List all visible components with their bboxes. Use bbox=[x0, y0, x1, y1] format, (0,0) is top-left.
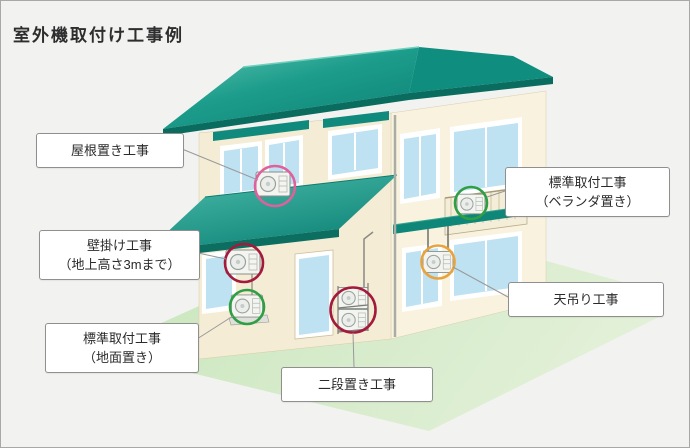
connector-roof bbox=[181, 148, 259, 181]
veranda-unit-icon bbox=[456, 193, 486, 215]
connector-two-tier bbox=[352, 332, 355, 368]
connector-wall bbox=[197, 252, 227, 260]
connector-veranda bbox=[486, 190, 506, 198]
refrigerant-pipe bbox=[363, 231, 374, 289]
callout-two-tier: 二段置き工事 bbox=[281, 367, 433, 402]
callout-line: 屋根置き工事 bbox=[70, 142, 149, 158]
page-title: 室外機取付け工事例 bbox=[13, 26, 184, 45]
callout-ceiling-hung: 天吊り工事 bbox=[508, 282, 664, 317]
callout-wall-mount: 壁掛け工事 （地上高さ3mまで） bbox=[39, 230, 200, 280]
connector-ground bbox=[196, 315, 234, 340]
callout-roof-placement: 屋根置き工事 bbox=[36, 133, 184, 168]
window-awning bbox=[213, 120, 309, 141]
veranda-unit-marker bbox=[453, 185, 489, 221]
wall-unit-icon bbox=[225, 249, 261, 275]
ceiling-unit-marker bbox=[420, 244, 456, 280]
callout-line: （ベランダ置き） bbox=[535, 194, 640, 209]
ceiling-unit-icon bbox=[422, 250, 454, 274]
connector-lines bbox=[181, 148, 509, 368]
callout-line: 天吊り工事 bbox=[553, 291, 619, 307]
connector-ceiling bbox=[452, 266, 509, 298]
callout-line: 二段置き工事 bbox=[317, 376, 396, 392]
window-awning bbox=[323, 111, 389, 128]
roof-unit-marker bbox=[253, 164, 297, 208]
wall-unit-marker bbox=[223, 242, 265, 284]
callout-ground-standard: 標準取付工事 （地面置き） bbox=[45, 323, 199, 373]
callout-line: 標準取付工事 bbox=[548, 174, 627, 190]
ground-unit-icon bbox=[230, 294, 264, 318]
callout-line: （地上高さ3mまで） bbox=[58, 257, 181, 272]
ground-unit-marker bbox=[228, 288, 266, 326]
two-tier-unit-bottom-icon bbox=[337, 308, 369, 332]
main-roof bbox=[163, 46, 553, 136]
callout-line: 壁掛け工事 bbox=[86, 237, 152, 253]
callout-line: （地面置き） bbox=[82, 350, 161, 365]
roof-unit-icon bbox=[255, 171, 291, 197]
callout-line: 標準取付工事 bbox=[82, 330, 161, 346]
callout-veranda-standard: 標準取付工事 （ベランダ置き） bbox=[505, 167, 670, 217]
two-tier-unit-marker bbox=[329, 286, 377, 334]
